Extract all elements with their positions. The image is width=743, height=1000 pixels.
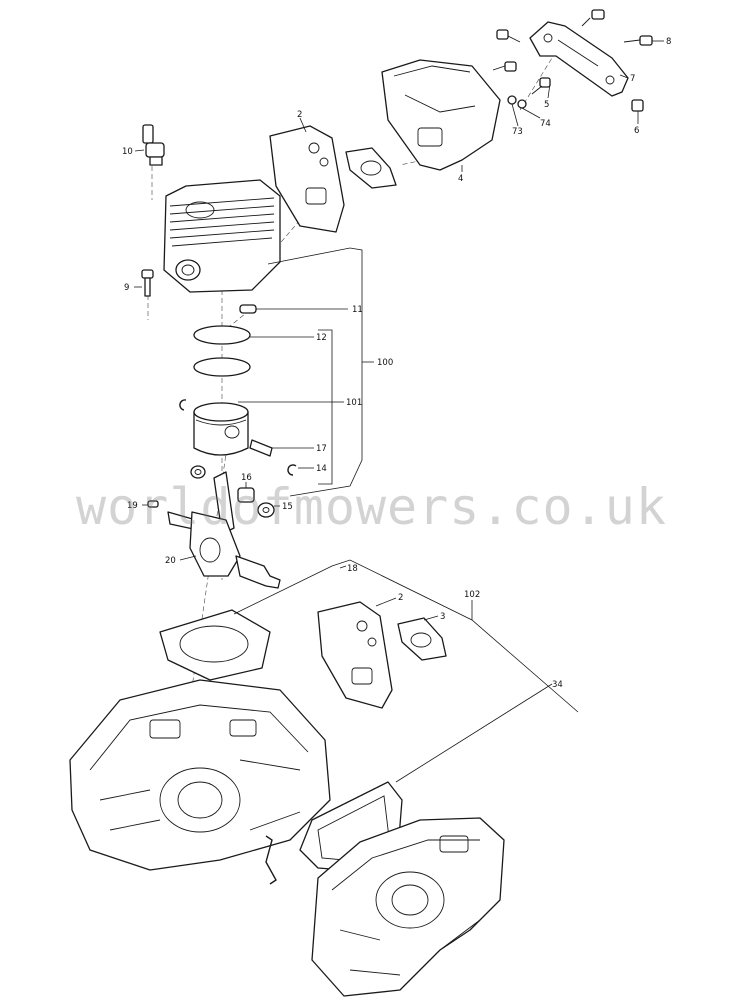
shield-upper-hole-2 bbox=[319, 157, 329, 167]
cylinder bbox=[163, 179, 281, 293]
callout-9: 9 bbox=[124, 283, 129, 293]
callout-8: 8 bbox=[666, 37, 671, 47]
crankcase-left bbox=[69, 679, 331, 871]
thrust-washer-15-hole bbox=[262, 507, 270, 513]
leader-lines bbox=[134, 40, 664, 783]
callout-102: 102 bbox=[464, 590, 480, 600]
needle-bearing bbox=[237, 487, 255, 503]
callout-14: 14 bbox=[316, 464, 327, 474]
piston-pin bbox=[249, 439, 273, 457]
callout-2-upper: 2 bbox=[297, 110, 302, 120]
shield-lower-hole-2 bbox=[367, 637, 377, 647]
shield-lower-hole-1 bbox=[356, 620, 368, 632]
piston bbox=[193, 402, 249, 456]
shield-upper-port bbox=[305, 187, 327, 205]
screw-6 bbox=[631, 99, 644, 112]
crankcase-right bbox=[311, 817, 505, 997]
circlip-14 bbox=[287, 464, 297, 476]
cylinder-bolt bbox=[141, 269, 154, 297]
heat-shield-upper bbox=[269, 125, 345, 233]
screw-top-3 bbox=[492, 61, 517, 72]
base-gasket-bore bbox=[179, 625, 249, 663]
washer-74 bbox=[517, 99, 527, 109]
screw-top-2 bbox=[496, 29, 521, 43]
muffler-gasket-lower bbox=[397, 617, 447, 661]
muffler-top-edge bbox=[393, 65, 471, 77]
callout-15: 15 bbox=[282, 502, 293, 512]
callout-18: 18 bbox=[347, 564, 358, 574]
dowel-pin-11 bbox=[239, 304, 257, 314]
washer-73 bbox=[507, 95, 517, 105]
heat-shield-lower bbox=[317, 601, 393, 709]
callout-labels: 8 7 5 73 74 6 2 4 10 9 11 12 100 101 17 … bbox=[122, 37, 671, 690]
shield-lower-port bbox=[351, 667, 373, 685]
callout-5: 5 bbox=[544, 100, 549, 110]
spark-plug bbox=[142, 124, 165, 166]
thrust-washer-left bbox=[190, 465, 206, 479]
callout-16: 16 bbox=[241, 473, 252, 483]
callout-12: 12 bbox=[316, 333, 327, 343]
crankshaft bbox=[167, 471, 281, 589]
callout-19: 19 bbox=[127, 501, 138, 511]
muffler-port bbox=[417, 127, 443, 147]
muffler-bracket-slot bbox=[557, 39, 599, 67]
callout-2-lower: 2 bbox=[398, 593, 403, 603]
muffler-gasket bbox=[345, 147, 397, 189]
screw-top-1 bbox=[581, 9, 605, 27]
callout-4: 4 bbox=[458, 174, 463, 184]
circlip-left bbox=[179, 399, 187, 411]
piston-ring-1 bbox=[193, 325, 251, 345]
screw-8 bbox=[623, 35, 653, 46]
shield-upper-hole-1 bbox=[308, 142, 320, 154]
piston-ring-2 bbox=[193, 357, 251, 377]
muffler-rib bbox=[404, 94, 476, 113]
callout-7: 7 bbox=[630, 74, 635, 84]
muffler-gasket-hole bbox=[360, 160, 382, 176]
callout-11: 11 bbox=[352, 305, 363, 315]
thrust-washer-left-hole bbox=[194, 469, 202, 475]
muffler-bracket bbox=[529, 21, 629, 97]
callout-3: 3 bbox=[440, 612, 445, 622]
bracket-hole-1 bbox=[543, 33, 553, 43]
muffler-gasket-lower-hole bbox=[410, 632, 432, 648]
cylinder-base-gasket bbox=[159, 609, 271, 681]
screw-5 bbox=[531, 77, 551, 95]
muffler bbox=[381, 59, 501, 171]
callout-6: 6 bbox=[634, 126, 639, 136]
callout-74: 74 bbox=[540, 119, 551, 129]
thrust-washer-15 bbox=[257, 502, 275, 518]
callout-34: 34 bbox=[552, 680, 563, 690]
callout-20: 20 bbox=[165, 556, 176, 566]
callout-73: 73 bbox=[512, 127, 523, 137]
callout-100: 100 bbox=[377, 358, 393, 368]
callout-17: 17 bbox=[316, 444, 327, 454]
callout-101: 101 bbox=[346, 398, 362, 408]
callout-10: 10 bbox=[122, 147, 133, 157]
bracket-hole-2 bbox=[605, 75, 615, 85]
retaining-clip bbox=[265, 835, 277, 885]
woodruff-key bbox=[147, 500, 159, 508]
